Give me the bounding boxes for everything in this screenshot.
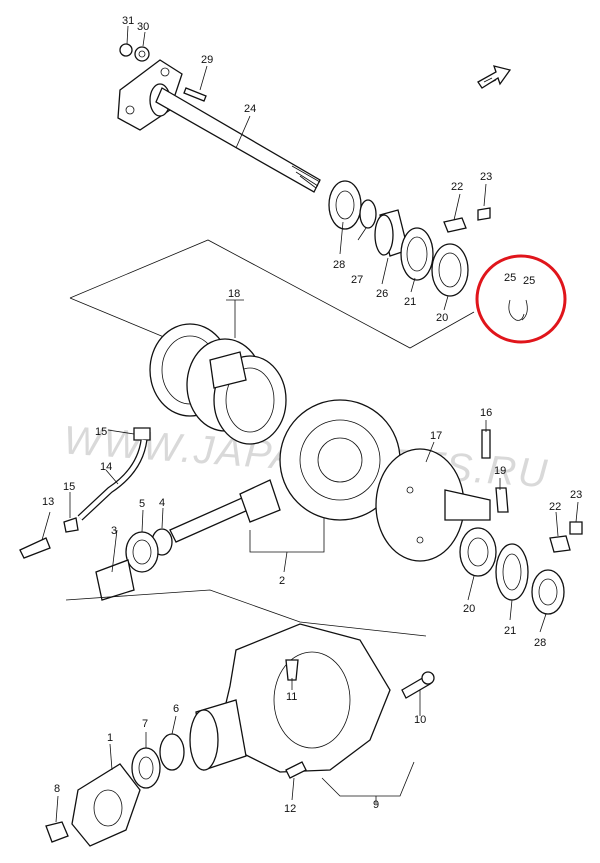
label-29: 29 bbox=[201, 54, 213, 66]
nut-31 bbox=[119, 43, 133, 57]
oil-seal-28-bottom bbox=[531, 569, 565, 615]
label-20-top: 20 bbox=[436, 312, 448, 324]
bolt-12 bbox=[285, 761, 307, 779]
bolt-16 bbox=[481, 429, 491, 459]
label-5: 5 bbox=[139, 498, 145, 510]
bearing-21-top bbox=[400, 227, 434, 281]
label-13: 13 bbox=[42, 496, 54, 508]
bearing-5 bbox=[125, 531, 159, 573]
label-30: 30 bbox=[137, 21, 149, 33]
bolt-23-bottom bbox=[569, 521, 583, 535]
group-outline-bottom bbox=[65, 589, 427, 637]
label-2: 2 bbox=[279, 575, 285, 587]
label-28-top: 28 bbox=[333, 259, 345, 271]
clip-15-bottom bbox=[63, 517, 79, 533]
part-13 bbox=[19, 537, 51, 559]
part-19 bbox=[495, 487, 509, 513]
axle-shaft-24 bbox=[155, 87, 321, 193]
label-21-bottom: 21 bbox=[504, 625, 516, 637]
label-25b: 25 bbox=[523, 275, 535, 287]
part-number-labels: 1 2 3 4 5 6 7 8 9 10 11 12 13 14 15 15 1… bbox=[42, 15, 582, 815]
oil-seal-28-top bbox=[328, 180, 362, 230]
label-1: 1 bbox=[107, 732, 113, 744]
bearing-cup-20-bottom bbox=[459, 527, 497, 577]
highlight-circle bbox=[475, 254, 567, 344]
label-20-bottom: 20 bbox=[463, 603, 475, 615]
bearing-21-bottom bbox=[495, 543, 529, 601]
label-19: 19 bbox=[494, 465, 506, 477]
label-4: 4 bbox=[159, 497, 165, 509]
lock-plate-22-bottom bbox=[549, 535, 571, 553]
bolt-23-top bbox=[477, 207, 491, 221]
label-21-top: 21 bbox=[404, 296, 416, 308]
label-27: 27 bbox=[351, 274, 363, 286]
label-14: 14 bbox=[100, 461, 112, 473]
label-23-top: 23 bbox=[480, 171, 492, 183]
clip-25b bbox=[521, 299, 528, 321]
label-31: 31 bbox=[122, 15, 134, 27]
lock-plate-22-top bbox=[443, 217, 467, 233]
oil-seal-6 bbox=[159, 733, 185, 771]
clip-25a bbox=[508, 299, 525, 321]
retainer-27 bbox=[359, 199, 377, 229]
label-3: 3 bbox=[111, 525, 117, 537]
label-16: 16 bbox=[480, 407, 492, 419]
leader-lines-top bbox=[126, 25, 487, 311]
label-8: 8 bbox=[54, 783, 60, 795]
fwd-arrow-icon bbox=[477, 65, 512, 89]
bolt-11 bbox=[285, 659, 299, 681]
label-11: 11 bbox=[286, 691, 297, 703]
label-18: 18 bbox=[228, 288, 240, 300]
leader-lines-bottom bbox=[55, 678, 421, 823]
label-6: 6 bbox=[173, 703, 179, 715]
label-17: 17 bbox=[430, 430, 442, 442]
washer-30 bbox=[134, 46, 150, 62]
housing-body-9 bbox=[221, 623, 391, 773]
label-25a: 25 bbox=[504, 272, 516, 284]
label-15-bottom: 15 bbox=[63, 481, 75, 493]
label-23-bottom: 23 bbox=[570, 489, 582, 501]
label-9: 9 bbox=[373, 799, 379, 811]
label-7: 7 bbox=[142, 718, 148, 730]
companion-flange-1 bbox=[71, 763, 141, 847]
differential-carrier bbox=[19, 323, 583, 615]
label-22-top: 22 bbox=[451, 181, 463, 193]
label-12: 12 bbox=[284, 803, 296, 815]
label-28-bottom: 28 bbox=[534, 637, 546, 649]
label-24: 24 bbox=[244, 103, 256, 115]
part-3 bbox=[95, 559, 135, 601]
leader-lines-middle bbox=[41, 299, 579, 633]
breather-15-top bbox=[133, 427, 151, 441]
label-22-bottom: 22 bbox=[549, 501, 561, 513]
label-10: 10 bbox=[414, 714, 426, 726]
axle-shaft-assembly bbox=[117, 43, 528, 321]
bearing-cup-20-top bbox=[431, 243, 469, 297]
label-15-top: 15 bbox=[95, 426, 107, 438]
label-26: 26 bbox=[376, 288, 388, 300]
group-outline-top bbox=[69, 239, 475, 349]
part-7 bbox=[131, 747, 161, 789]
bolt-29 bbox=[183, 87, 207, 102]
nut-8 bbox=[45, 821, 69, 843]
differential-housing bbox=[45, 623, 435, 847]
